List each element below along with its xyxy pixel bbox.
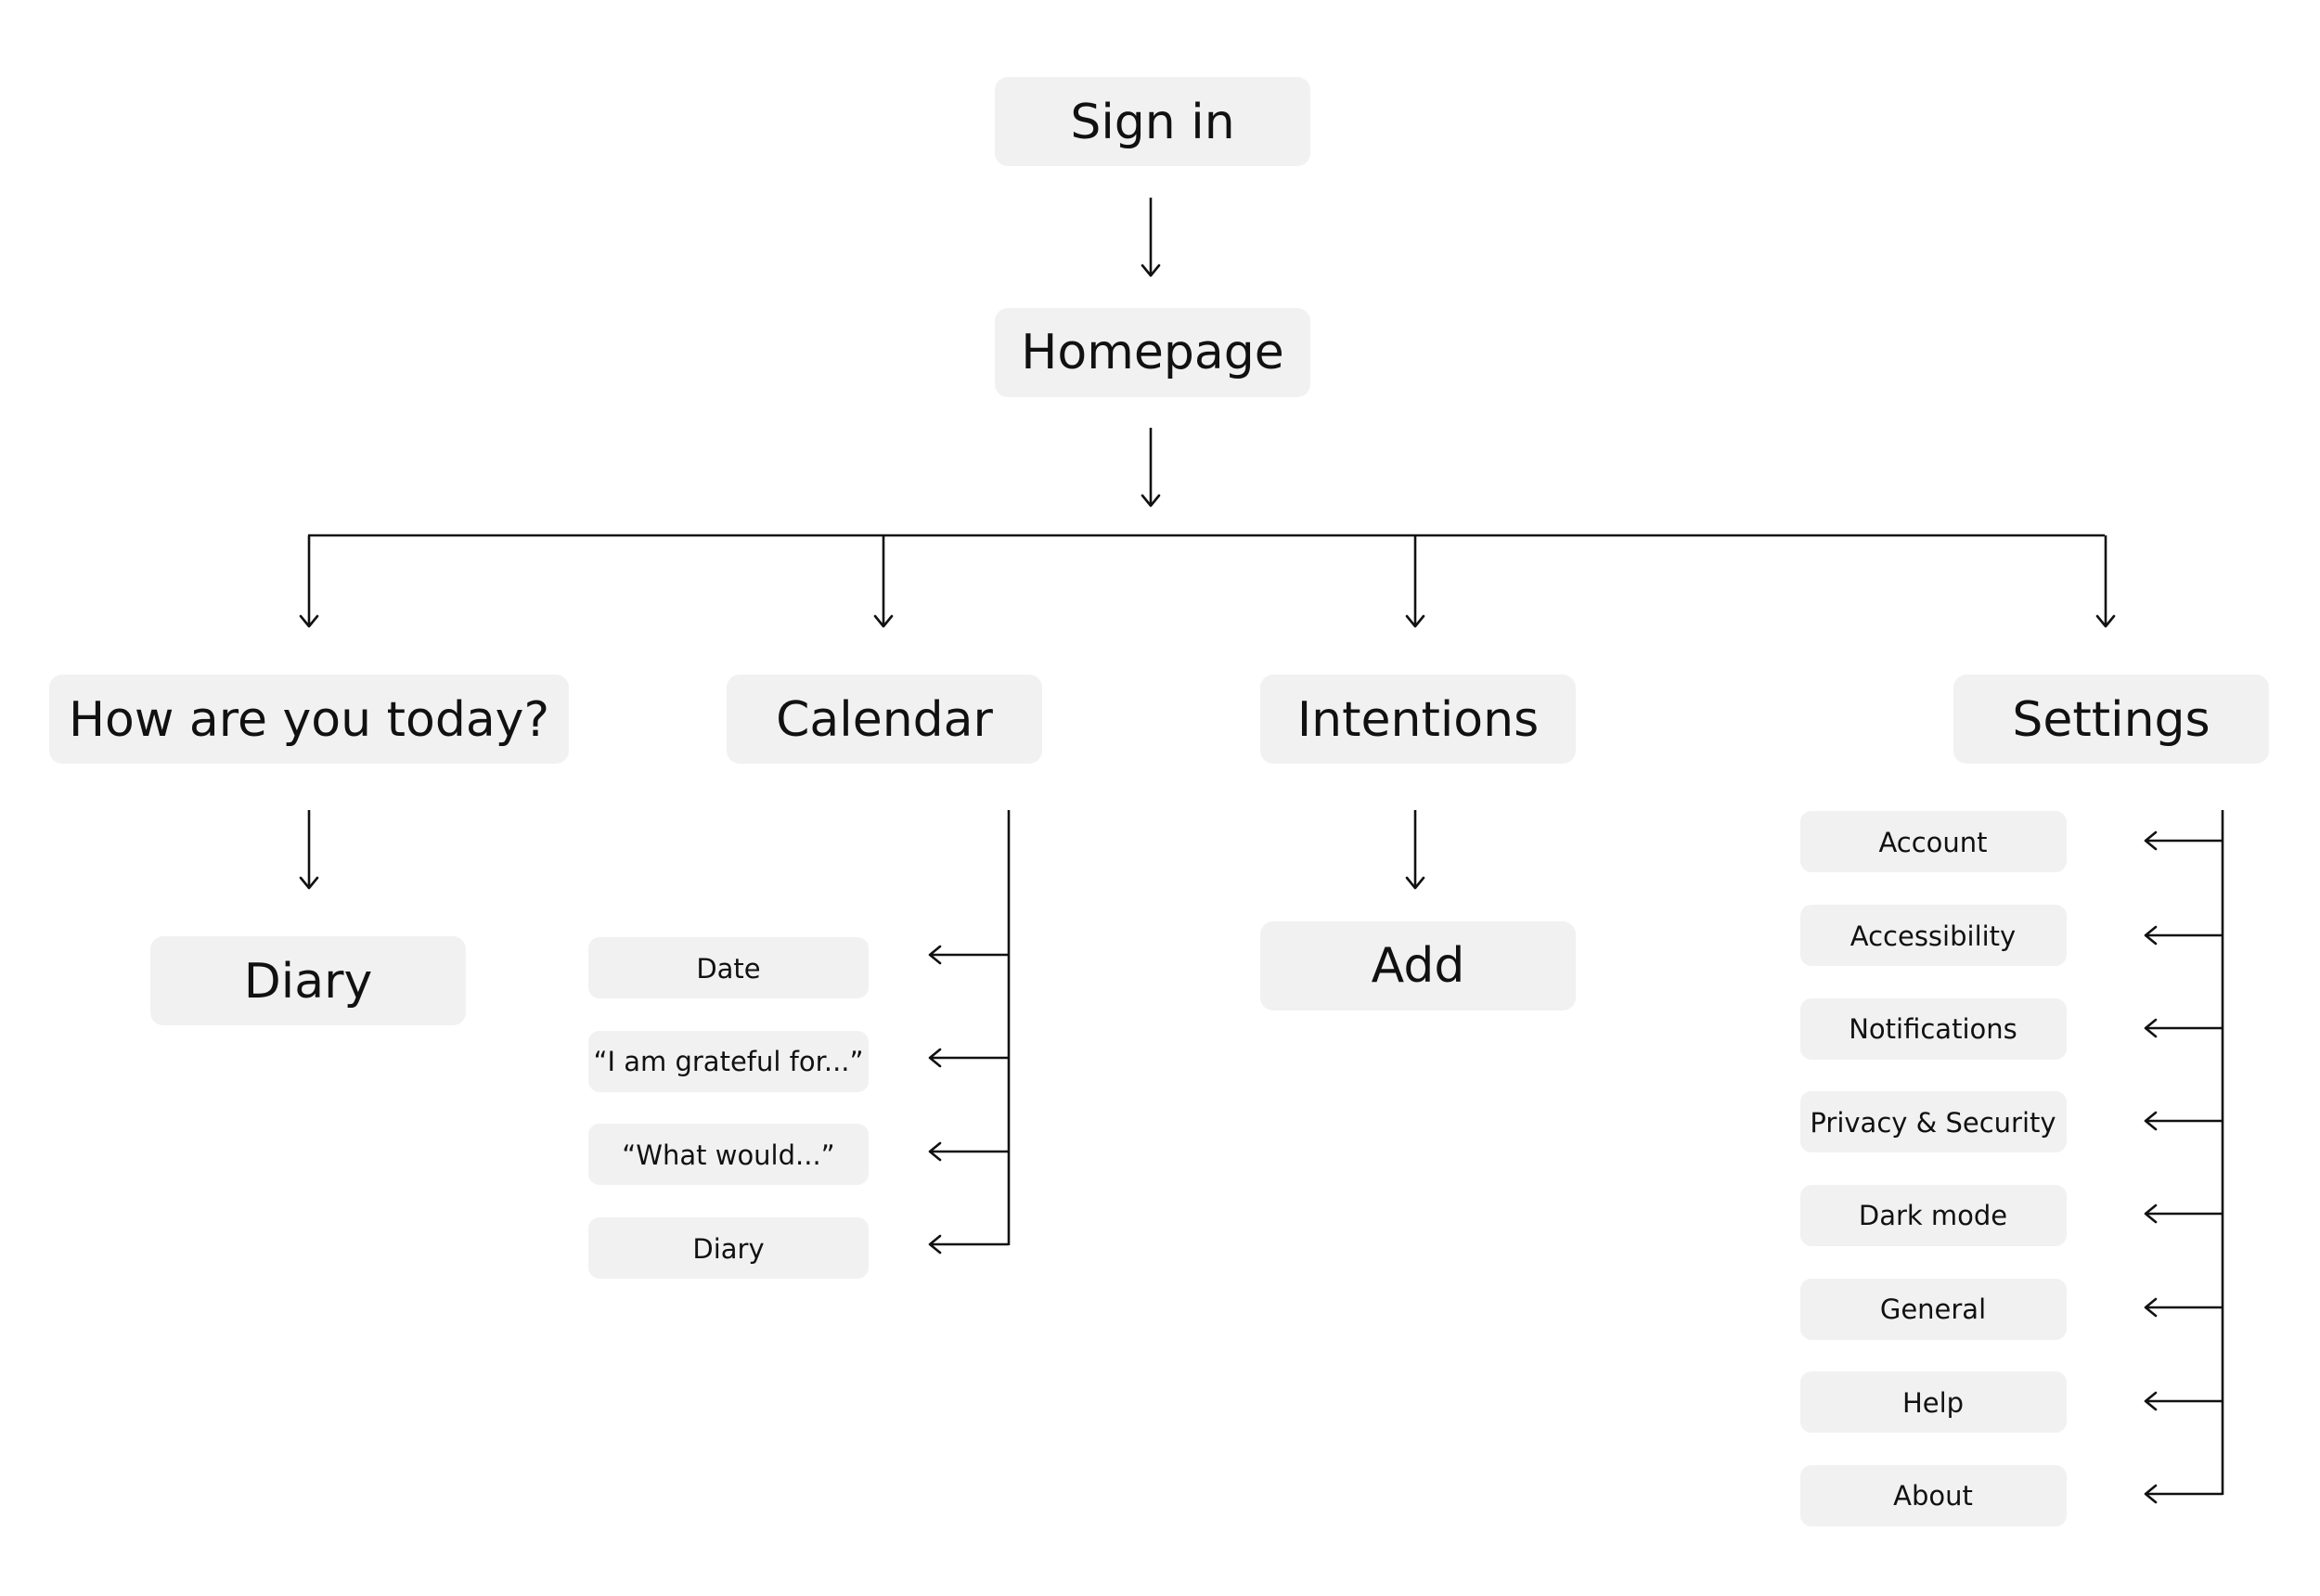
mood-diary-label: Diary — [244, 954, 373, 1010]
settings-child-node: Account — [1800, 811, 2067, 872]
sign-in-node: Sign in — [995, 77, 1310, 166]
arrow-to-intentions — [1405, 535, 1425, 628]
calendar-children-connector — [928, 810, 1011, 1255]
arrow-calendar-child — [928, 1234, 1009, 1255]
intentions-label: Intentions — [1297, 692, 1539, 748]
settings-child-node: About — [1800, 1465, 2067, 1526]
arrow-to-mood — [299, 535, 319, 628]
homepage-label: Homepage — [1021, 325, 1283, 380]
sign-in-label: Sign in — [1070, 95, 1234, 150]
settings-child-label: Accessibility — [1850, 920, 2016, 952]
calendar-node: Calendar — [727, 675, 1042, 764]
arrow-calendar-child — [928, 1048, 1009, 1068]
calendar-child-node: “What would...” — [588, 1124, 869, 1185]
settings-node: Settings — [1953, 675, 2269, 764]
settings-child-label: Help — [1902, 1387, 1964, 1419]
settings-child-label: About — [1893, 1480, 1973, 1512]
settings-children-connector — [2144, 810, 2224, 1504]
node-layer: Sign in Homepage How are you today? Cale… — [49, 77, 2269, 1526]
arrow-intentions-to-add — [1405, 810, 1425, 890]
mood-node: How are you today? — [49, 675, 569, 764]
arrow-settings-child — [2144, 1203, 2223, 1224]
settings-child-node: Dark mode — [1800, 1185, 2067, 1246]
intentions-add-node: Add — [1260, 921, 1576, 1010]
connector-layer — [299, 198, 2224, 1504]
settings-child-label: Account — [1878, 827, 1987, 858]
arrow-settings-child — [2144, 1111, 2223, 1131]
arrow-signin-to-homepage — [1141, 198, 1161, 277]
arrow-calendar-child — [928, 945, 1009, 965]
arrow-settings-child — [2144, 1484, 2223, 1504]
settings-child-node: Help — [1800, 1371, 2067, 1433]
intentions-node: Intentions — [1260, 675, 1576, 764]
settings-child-node: Privacy & Security — [1800, 1091, 2067, 1152]
arrow-settings-child — [2144, 1297, 2223, 1318]
arrow-settings-child — [2144, 830, 2223, 851]
arrow-mood-to-diary — [299, 810, 319, 890]
calendar-child-node: Date — [588, 937, 869, 998]
arrow-settings-child — [2144, 1391, 2223, 1411]
calendar-child-label: Diary — [692, 1233, 764, 1265]
arrow-calendar-child — [928, 1141, 1009, 1162]
homepage-node: Homepage — [995, 308, 1310, 397]
calendar-child-label: “I am grateful for...” — [593, 1046, 863, 1077]
arrow-settings-child — [2144, 925, 2223, 946]
settings-child-label: General — [1880, 1294, 1986, 1325]
settings-child-node: Notifications — [1800, 998, 2067, 1060]
settings-child-node: General — [1800, 1279, 2067, 1340]
mood-diary-node: Diary — [150, 936, 466, 1025]
arrow-to-settings — [2095, 535, 2116, 628]
intentions-add-label: Add — [1372, 938, 1465, 994]
mood-label: How are you today? — [69, 692, 549, 748]
arrow-to-calendar — [873, 535, 894, 628]
settings-label: Settings — [2012, 692, 2210, 748]
settings-child-label: Notifications — [1849, 1013, 2017, 1045]
calendar-child-node: “I am grateful for...” — [588, 1031, 869, 1092]
settings-child-label: Privacy & Security — [1810, 1107, 2056, 1139]
calendar-child-label: Date — [696, 953, 760, 985]
settings-child-node: Accessibility — [1800, 905, 2067, 966]
arrow-settings-child — [2144, 1018, 2223, 1038]
calendar-child-node: Diary — [588, 1217, 869, 1279]
calendar-label: Calendar — [776, 692, 993, 748]
calendar-child-label: “What would...” — [622, 1139, 834, 1171]
arrow-homepage-to-branches — [1141, 428, 1161, 508]
settings-child-label: Dark mode — [1859, 1200, 2007, 1231]
